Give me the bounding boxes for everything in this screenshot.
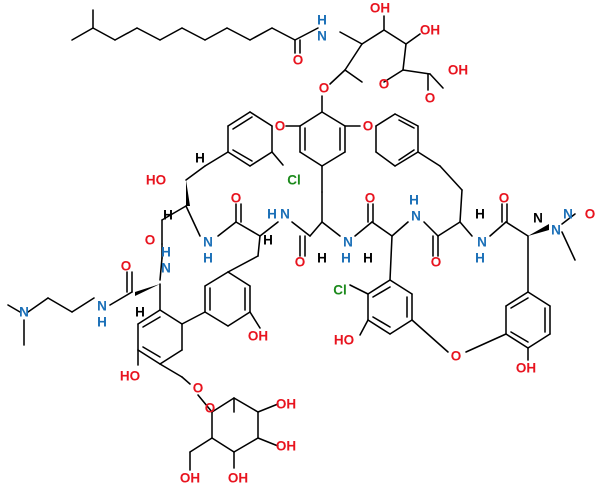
hydrogen-label: H	[317, 251, 327, 266]
hydrogen-label: H	[341, 251, 351, 266]
nitrogen-label: N	[411, 209, 421, 224]
hydroxyl-label: OH	[180, 471, 200, 486]
dimethylaminopropyl-side-chain	[7, 271, 133, 346]
oxygen-label: O	[431, 255, 442, 270]
chlorine-label: Cl	[287, 173, 301, 188]
nitrogen-label: N	[343, 235, 353, 250]
hydroxyl-label: HO	[334, 333, 354, 348]
peptide-backbone	[135, 165, 549, 311]
hydroxyl-label: OH	[370, 1, 390, 16]
oxygen-label: O	[205, 401, 216, 416]
nitrogen-label: N	[280, 207, 290, 222]
nitrogen-label: N	[19, 305, 29, 320]
oxygen-label: O	[193, 381, 204, 396]
hydrogen-label: H	[475, 207, 485, 222]
hydrogen-label: H	[409, 193, 419, 208]
nitrogen-label: N	[317, 29, 327, 44]
oxygen-label: O	[295, 255, 306, 270]
chlorohydroxyphenyl-ring	[349, 279, 507, 353]
hydroxyl-label: OH	[420, 23, 440, 38]
nitrogen-label: N	[551, 223, 561, 238]
hydrogen-label: N	[533, 211, 543, 226]
bottom-sugar-ring	[189, 394, 279, 471]
hydrogen-label: H	[135, 305, 145, 320]
oxygen-label: O	[231, 191, 242, 206]
hydroxyl-label: OH	[516, 361, 536, 376]
hydrogen-label: H	[363, 251, 373, 266]
nitrogen-label: N	[477, 235, 487, 250]
oxygen-label: O	[145, 233, 156, 248]
hydroxyl-label: OH	[228, 471, 248, 486]
hydroxyl-label: HO	[146, 173, 166, 188]
hydrogen-label: H	[163, 208, 173, 223]
oxygen-label: O	[363, 119, 374, 134]
hydroxyphenyl-ring-right	[505, 291, 551, 361]
hydrogen-label: H	[203, 251, 213, 266]
hydroxyl-label: OH	[276, 397, 296, 412]
hydroxyl-label: HO	[120, 369, 140, 384]
oxygen-label: O	[499, 191, 510, 206]
hydroxyl-label: OH	[248, 329, 268, 344]
oxygen-label: O	[275, 119, 286, 134]
oxygen-label: O	[425, 91, 436, 106]
hydrogen-label: H	[195, 151, 205, 166]
hydrogen-label: H	[161, 245, 171, 260]
oxygen-label: O	[121, 259, 132, 274]
nitroso-group	[561, 213, 576, 261]
hydrogen-label: H	[317, 13, 327, 28]
oxygen-label: O	[319, 81, 330, 96]
hydroxyl-label: OH	[276, 439, 296, 454]
oxygen-label: O	[379, 77, 390, 92]
oxygen-label: O	[293, 53, 304, 68]
hydrogen-label: H	[97, 315, 107, 330]
hydrogen-label: H	[267, 207, 277, 222]
oxygen-label: O	[585, 207, 596, 222]
hydrogen-label: H	[475, 251, 485, 266]
lipid-chain	[71, 9, 319, 54]
nitrogen-label: N	[97, 299, 107, 314]
glucuronic-acid-ring	[329, 15, 444, 91]
chlorine-label: Cl	[333, 283, 347, 298]
nitrogen-label: N	[563, 207, 573, 222]
nitrogen-label: N	[203, 235, 213, 250]
oxygen-label: O	[451, 349, 462, 364]
nitrogen-label: N	[161, 261, 171, 276]
central-aromatic-rings	[204, 95, 463, 193]
hydroxyl-label: OH	[448, 63, 468, 78]
biaryl-rings	[137, 255, 261, 385]
oxygen-label: O	[365, 191, 376, 206]
hydrogen-label: H	[263, 233, 273, 248]
